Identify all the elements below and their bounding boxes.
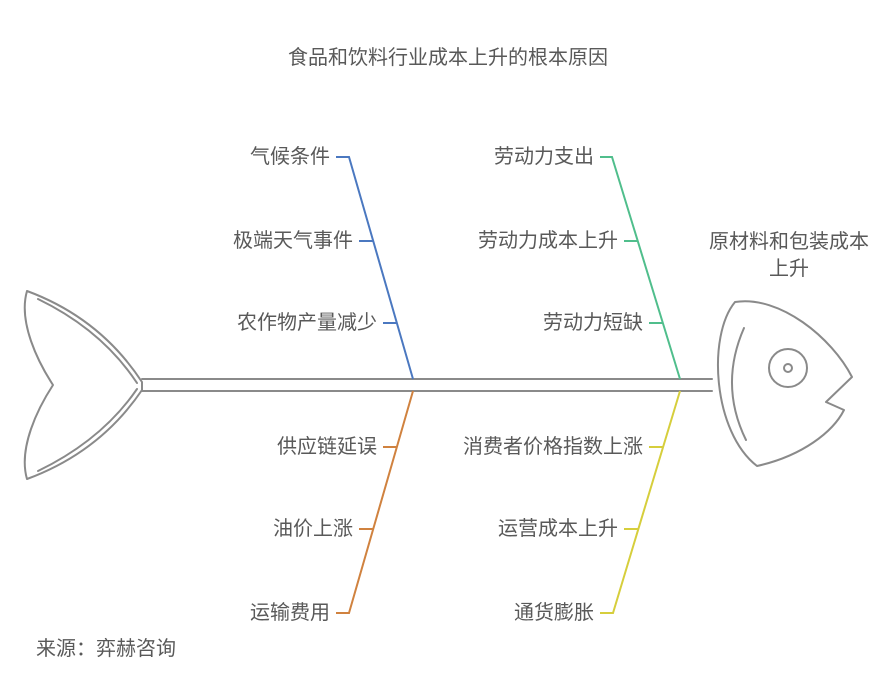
branch-line-bottom-right (600, 390, 681, 614)
cause-label-labor-expenditure: 劳动力支出 (494, 146, 594, 168)
cause-label-cpi-rise: 消费者价格指数上涨 (463, 436, 643, 458)
cause-label-labor-cost-rise: 劳动力成本上升 (478, 230, 618, 252)
cause-label-labor-shortage: 劳动力短缺 (543, 312, 643, 334)
fish-tail-inner-bottom-line (37, 388, 138, 472)
cause-label-supply-chain-delay: 供应链延误 (277, 436, 377, 458)
branch-diagonal-top-left (336, 156, 414, 380)
fish-eye-icon (768, 348, 808, 388)
fish-tail (23, 290, 143, 480)
fish-tail-inner-top-line (37, 298, 138, 384)
cause-label-crop-yield-decline: 农作物产量减少 (237, 312, 377, 334)
branch-line-bottom-left (336, 390, 414, 614)
branch-line-top-right (600, 156, 681, 380)
fish-skeleton (23, 290, 853, 480)
diagram-title: 食品和饮料行业成本上升的根本原因 (288, 47, 608, 69)
cause-label-operating-cost-rise: 运营成本上升 (498, 518, 618, 540)
fish-head (717, 300, 853, 467)
branch-diagonal-bottom-left (336, 390, 414, 614)
cause-label-extreme-weather: 极端天气事件 (233, 230, 353, 252)
fish-eye-pupil-icon (783, 363, 793, 373)
branch-diagonal-bottom-right (600, 390, 681, 614)
branch-diagonal-top-right (600, 156, 681, 380)
cause-label-transport-costs: 运输费用 (250, 602, 330, 624)
cause-label-climate-conditions: 气候条件 (250, 146, 330, 168)
cause-label-inflation: 通货膨胀 (514, 602, 594, 624)
cause-label-oil-price-rise: 油价上涨 (273, 518, 353, 540)
source-attribution: 来源：弈赫咨询 (36, 638, 176, 660)
effect-label: 原材料和包装成本上升 (709, 231, 869, 280)
fish-gill-line (731, 327, 747, 441)
branch-line-top-left (336, 156, 414, 380)
